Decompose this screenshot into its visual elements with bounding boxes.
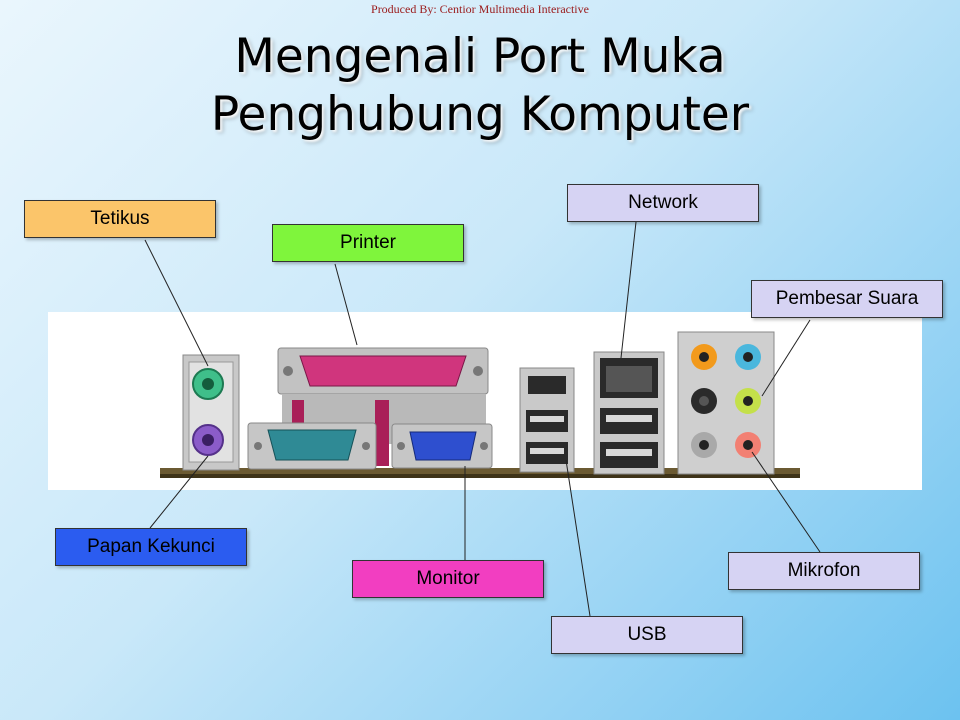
leader-line-usb [565, 459, 591, 617]
label-mikrofon-text: Mikrofon [787, 560, 861, 581]
ps2-port-block [182, 354, 240, 471]
label-network: Network [567, 184, 759, 222]
label-printer-text: Printer [340, 232, 396, 253]
page-title: Mengenali Port Muka Penghubung Komputer [0, 28, 960, 144]
label-papan-kekunci-text: Papan Kekunci [87, 536, 215, 557]
usb-firewire-block [519, 367, 575, 473]
label-tetikus: Tetikus [24, 200, 216, 238]
label-printer: Printer [272, 224, 464, 262]
pcb-board [160, 468, 800, 478]
title-line-1: Mengenali Port Muka [234, 29, 726, 84]
lan-usb-block [593, 351, 665, 475]
label-usb-text: USB [627, 624, 667, 645]
label-pembesar-suara-text: Pembesar Suara [775, 288, 919, 309]
label-tetikus-text: Tetikus [90, 208, 150, 229]
label-usb: USB [551, 616, 743, 654]
label-mikrofon: Mikrofon [728, 552, 920, 590]
leader-line-pembesar-suara [761, 319, 811, 397]
credit-text: Produced By: Centior Multimedia Interact… [371, 2, 589, 16]
serial-port [247, 422, 377, 470]
label-pembesar-suara: Pembesar Suara [751, 280, 943, 318]
title-line-2: Penghubung Komputer [210, 87, 750, 142]
label-papan-kekunci: Papan Kekunci [55, 528, 247, 566]
label-network-text: Network [628, 192, 698, 213]
leader-line-mikrofon [751, 451, 821, 553]
vga-port [391, 423, 493, 469]
pcb-edge [160, 474, 800, 478]
leader-line-papan-kekunci [149, 455, 209, 529]
leader-line-network [620, 221, 637, 359]
label-monitor: Monitor [352, 560, 544, 598]
label-monitor-text: Monitor [416, 568, 480, 589]
audio-jack-block [677, 331, 775, 475]
leader-line-printer [334, 263, 358, 346]
leader-line-tetikus [144, 239, 209, 367]
